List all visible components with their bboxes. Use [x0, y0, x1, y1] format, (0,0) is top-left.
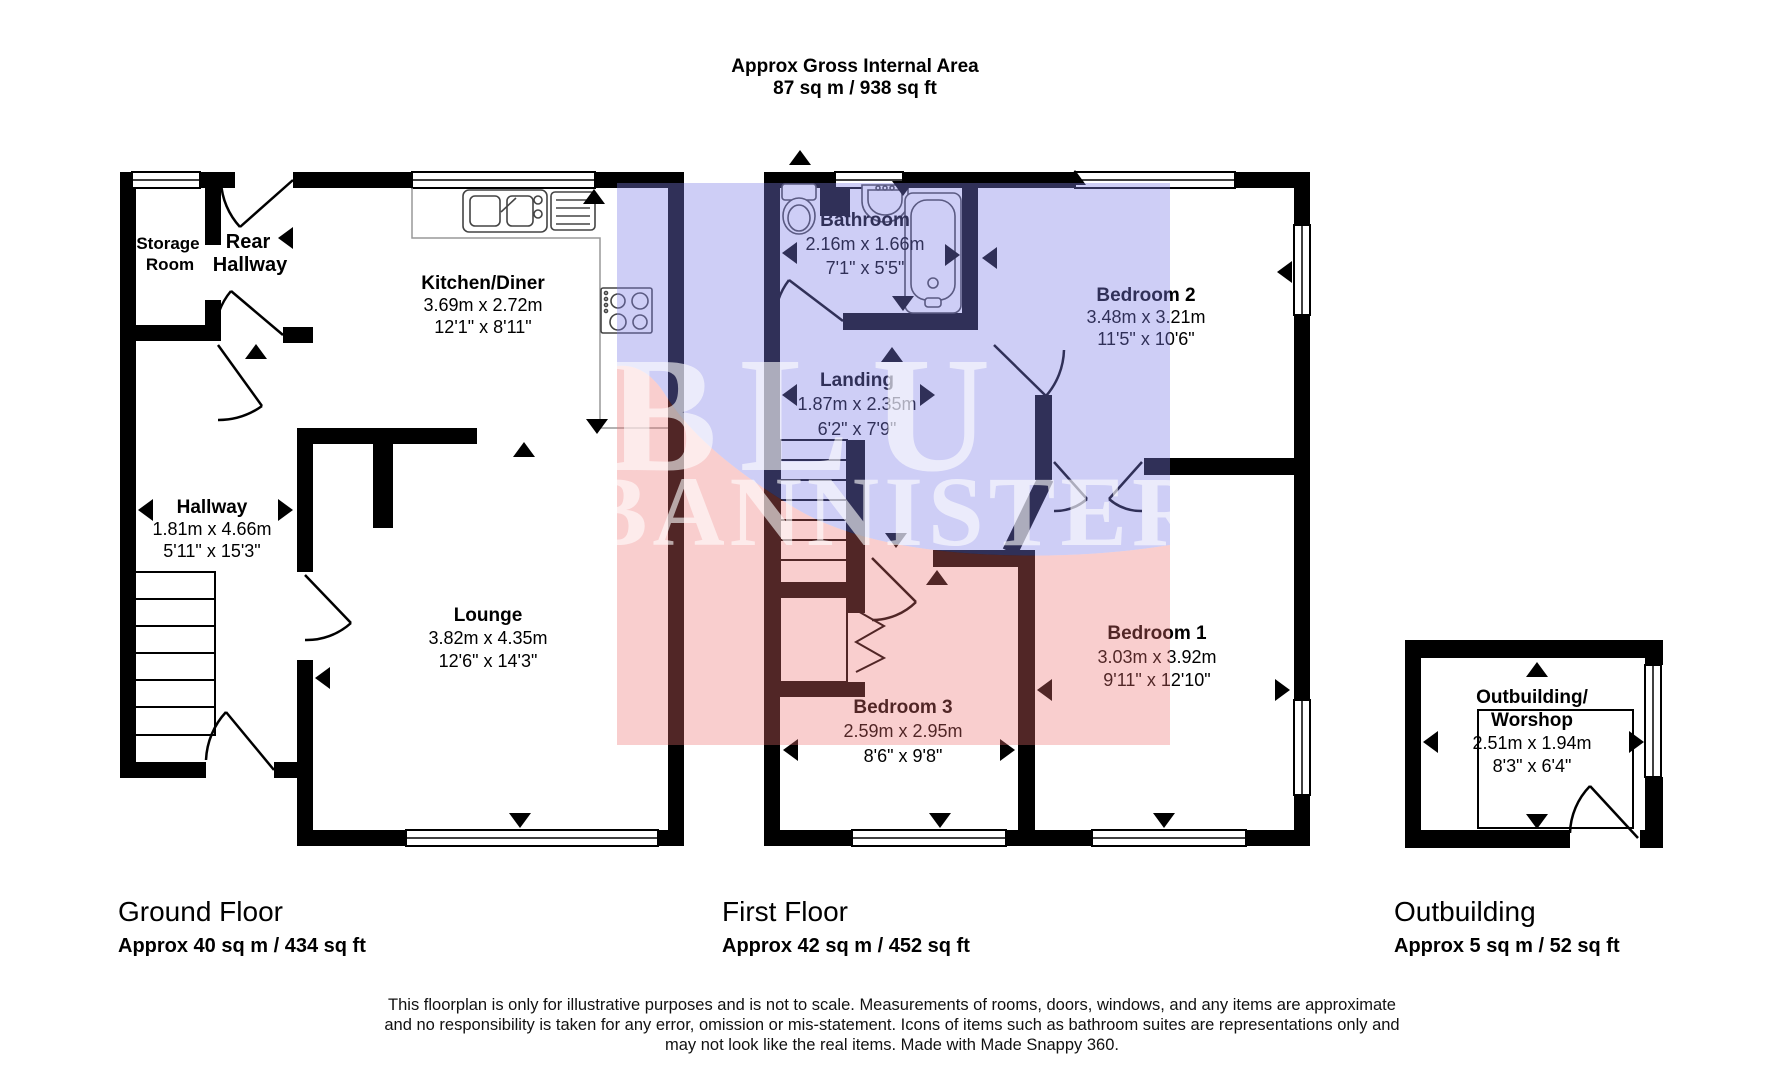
- bedroom1-bottom-window: [1091, 829, 1247, 847]
- blue-overlay: [617, 183, 1170, 556]
- bathroom-metric: 2.16m x 1.66m: [805, 234, 924, 254]
- watermark-line-2: BANNISTER: [581, 456, 1210, 567]
- basin-icon: [861, 184, 909, 223]
- landing-label: Landing: [820, 370, 894, 391]
- ground-floor-caption: Ground Floor: [118, 896, 283, 927]
- hallway-imperial: 5'11" x 15'3": [163, 541, 260, 561]
- bedroom3-door: [871, 557, 917, 622]
- logo-overlays: [617, 183, 1170, 745]
- rear-hallway-label-2: Hallway: [213, 254, 288, 276]
- outbuilding-imperial: 8'3" x 6'4": [1493, 756, 1572, 776]
- storage-room-label-2: Room: [146, 255, 194, 274]
- rear-hallway-top-door: [219, 179, 294, 228]
- bedroom2-imperial: 11'5" x 10'6": [1097, 329, 1194, 349]
- bedroom2-metric: 3.48m x 3.21m: [1086, 307, 1205, 327]
- ground-floor-area: Approx 40 sq m / 434 sq ft: [118, 935, 366, 957]
- bedroom3-label: Bedroom 3: [853, 697, 952, 718]
- bedroom1-imperial: 9'11" x 12'10": [1103, 670, 1210, 690]
- hallway-label: Hallway: [177, 497, 248, 518]
- title-line-2: 87 sq m / 938 sq ft: [773, 78, 937, 99]
- bathtub-icon: [904, 192, 962, 314]
- sink-icon: [462, 189, 548, 233]
- disclaimer-text: This floorplan is only for illustrative …: [384, 996, 1399, 1054]
- kitchen-imperial: 12'1" x 8'11": [434, 317, 531, 337]
- disclaimer-line-1: This floorplan is only for illustrative …: [388, 996, 1396, 1014]
- outbuilding-room-label-2: Worshop: [1491, 710, 1573, 731]
- bedroom2-door: [993, 344, 1066, 397]
- first-floor-area: Approx 42 sq m / 452 sq ft: [722, 935, 970, 957]
- bedroom1-right-window: [1293, 699, 1311, 796]
- lounge-window: [405, 829, 659, 847]
- hallway-door: [216, 344, 264, 422]
- lounge-metric: 3.82m x 4.35m: [428, 628, 547, 648]
- front-door: [204, 711, 275, 771]
- rear-hallway-lower-door: [213, 290, 284, 336]
- lounge-label: Lounge: [454, 605, 523, 626]
- ground-floor-stairs: [121, 571, 216, 736]
- ground-floor-windows: [131, 171, 659, 847]
- storage-room-label: Storage: [136, 234, 199, 253]
- disclaimer-line-2: and no responsibility is taken for any e…: [384, 1016, 1399, 1034]
- outbuilding-window: [1644, 664, 1662, 778]
- hallway-metric: 1.81m x 4.66m: [152, 519, 271, 539]
- lounge-door: [304, 574, 352, 642]
- ground-floor-walls: [120, 172, 684, 846]
- outbuilding-walls: [1405, 640, 1663, 848]
- floor-captions: Ground Floor Approx 40 sq m / 434 sq ft …: [118, 896, 1620, 957]
- room-labels: Storage Room Rear Hallway Kitchen/Diner …: [136, 210, 1591, 776]
- watermark: BLU BANNISTER: [581, 323, 1210, 567]
- first-floor-windows: [834, 171, 1311, 847]
- bedroom2-label: Bedroom 2: [1096, 285, 1195, 306]
- outbuilding-metric: 2.51m x 1.94m: [1472, 733, 1591, 753]
- rear-hallway-label: Rear: [226, 231, 271, 253]
- closet-bifold-door: [853, 609, 887, 673]
- toilet-icon: [781, 183, 817, 235]
- kitchen-label: Kitchen/Diner: [421, 273, 545, 294]
- pink-overlay: [617, 365, 1170, 745]
- outbuilding-door: [1568, 785, 1639, 839]
- hob-icon: [600, 287, 653, 334]
- drainer-icon: [550, 191, 596, 231]
- bedroom3-bottom-window: [851, 829, 1007, 847]
- bedroom3-metric: 2.59m x 2.95m: [843, 721, 962, 741]
- outbuilding-caption: Outbuilding: [1394, 896, 1536, 927]
- outbuilding-area: Approx 5 sq m / 52 sq ft: [1394, 935, 1620, 957]
- bedroom1-label: Bedroom 1: [1107, 623, 1207, 644]
- bathroom-door: [773, 279, 844, 322]
- first-floor-stairs: [779, 439, 848, 683]
- first-floor-walls: [764, 172, 1310, 846]
- bedroom1-metric: 3.03m x 3.92m: [1097, 647, 1216, 667]
- bathroom-imperial: 7'1" x 5'5": [826, 258, 905, 278]
- first-floor-doors: [773, 279, 1143, 673]
- direction-markers: [138, 150, 1644, 829]
- watermark-line-1: BLU: [607, 323, 1012, 506]
- landing-double-doors: [1053, 461, 1143, 513]
- disclaimer-line-3: may not look like the real items. Made w…: [665, 1036, 1119, 1054]
- outbuilding-room-label: Outbuilding/: [1476, 687, 1589, 708]
- bedroom2-right-window: [1293, 224, 1311, 316]
- bathroom-label: Bathroom: [820, 210, 910, 231]
- landing-metric: 1.87m x 2.35m: [797, 394, 916, 414]
- bedroom3-imperial: 8'6" x 9'8": [864, 746, 943, 766]
- title-line-1: Approx Gross Internal Area: [731, 56, 979, 77]
- lounge-imperial: 12'6" x 14'3": [439, 651, 538, 671]
- storage-window: [131, 171, 201, 189]
- first-floor-caption: First Floor: [722, 896, 848, 927]
- kitchen-window: [411, 171, 596, 189]
- kitchen-metric: 3.69m x 2.72m: [423, 295, 542, 315]
- landing-imperial: 6'2" x 7'9": [818, 419, 897, 439]
- kitchen-counter: [411, 188, 668, 429]
- gross-internal-area-title: Approx Gross Internal Area 87 sq m / 938…: [731, 56, 979, 99]
